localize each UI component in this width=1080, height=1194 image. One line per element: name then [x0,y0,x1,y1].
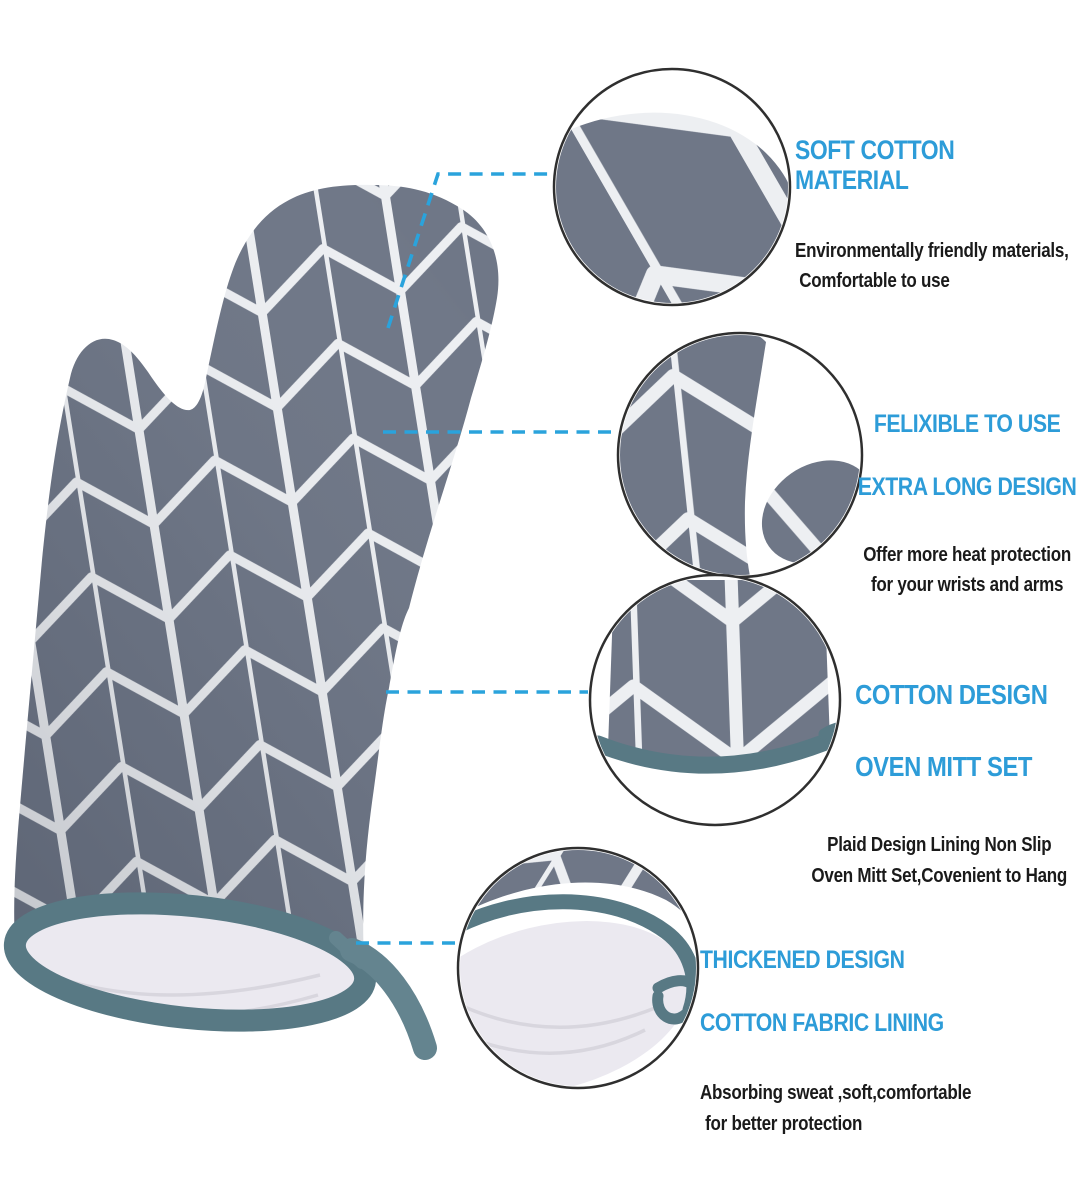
callout-circle-soft-cotton [552,67,792,307]
cuff-opening [3,892,377,1032]
mitt-body-closeup [620,335,766,575]
callout-heading: THICKENED DESIGN COTTON FABRIC LINING [700,911,971,1073]
cuff-closeup-loop [818,721,838,760]
callout-cotton-design: COTTON DESIGN OVEN MITT SET Plaid Design… [799,641,1080,892]
callout-soft-cotton: SOFT COTTON MATERIAL Environmentally fri… [795,99,1069,296]
body-line: Offer more heat protection [863,544,1071,566]
body-line: Absorbing sweat ,soft,comfortable [700,1082,972,1104]
callout-thickened: THICKENED DESIGN COTTON FABRIC LINING Ab… [700,911,971,1140]
callout-flexible: FELIXIBLE TO USE EXTRA LONG DESIGN Offer… [843,375,1080,600]
leader-line-soft-cotton [386,172,551,329]
callout-circle-thickened [456,846,700,1090]
oven-mitt-photo [3,184,499,1060]
heading-line: COTTON DESIGN [855,679,1048,710]
heading-line: EXTRA LONG DESIGN [857,473,1077,501]
cuff-closeup-fabric [608,580,830,762]
body-line: Environmentally friendly materials, [795,240,1069,262]
body-line: Comfortable to use [799,270,950,292]
mitt-shading [14,184,499,980]
body-line: for your wrists and arms [870,574,1064,596]
heading-line: COTTON FABRIC LINING [700,1009,944,1037]
callout-heading: COTTON DESIGN OVEN MITT SET [855,641,1079,821]
lining-closeup-fabric [460,850,696,1002]
quilt-stitch [460,1003,656,1030]
lining-closeup-trim [460,894,696,1018]
heading-line: FELIXIBLE TO USE [873,410,1061,438]
body-line: for better protection [705,1113,863,1135]
hanging-loop [340,938,437,1060]
callout-heading: FELIXIBLE TO USE EXTRA LONG DESIGN [843,375,1080,537]
callout-body: Plaid Design Lining Non Slip Oven Mitt S… [799,830,1080,892]
heading-line: OVEN MITT SET [855,751,1033,782]
callout-body: Offer more heat protection for your wris… [843,540,1080,600]
leader-lines [356,172,616,945]
callout-heading: SOFT COTTON MATERIAL [795,99,1069,231]
heading-line: SOFT COTTON MATERIAL [795,135,967,195]
heading-line: THICKENED DESIGN [700,946,905,974]
fabric-closeup [556,112,788,303]
cuff-trim-binding [3,892,377,1032]
callout-body: Environmentally friendly materials, Comf… [795,236,1069,296]
quilt-stitch [469,1028,646,1055]
body-line: Oven Mitt Set,Covenient to Hang [811,865,1068,887]
cuff-closeup-trim [592,727,838,774]
body-line: Plaid Design Lining Non Slip [827,834,1052,856]
callout-body: Absorbing sweat ,soft,comfortable for be… [700,1078,971,1140]
callout-circle-cotton-design [588,573,842,827]
